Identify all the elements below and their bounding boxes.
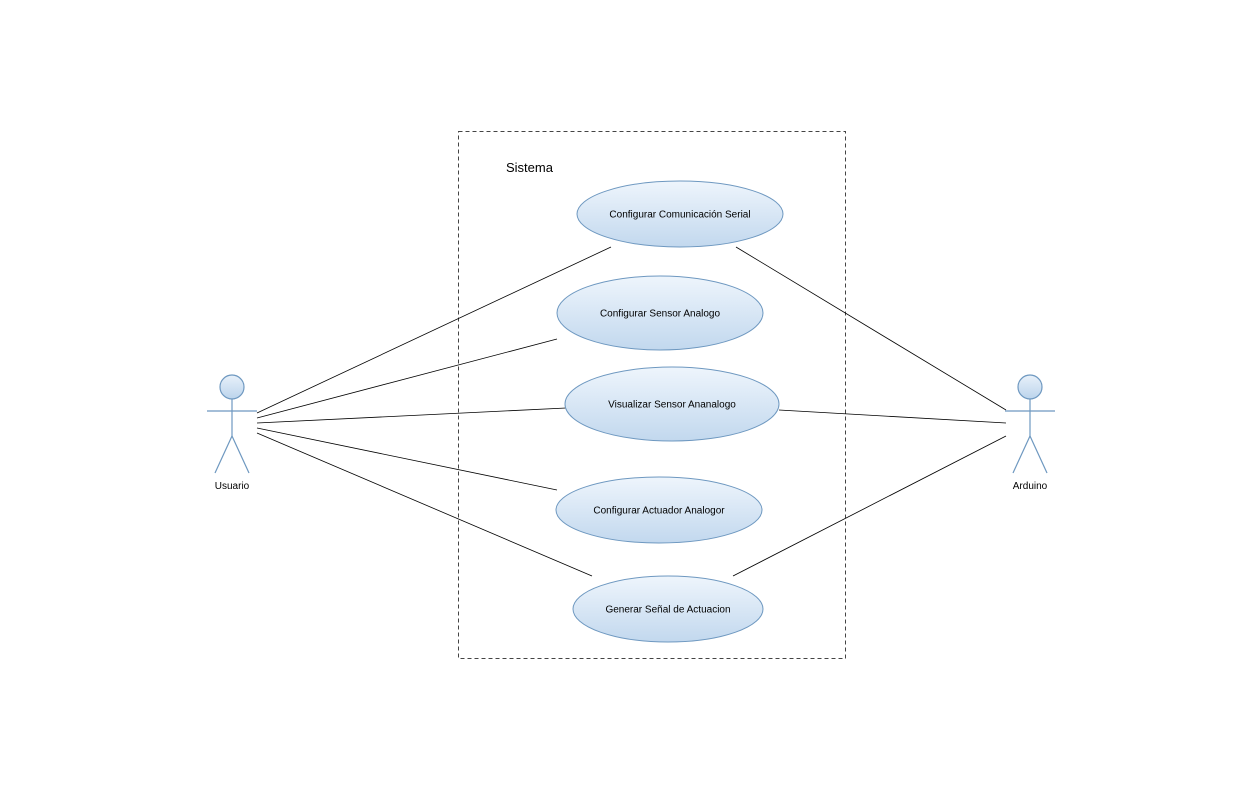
association-arduino-visualizar[interactable] — [778, 409, 1007, 424]
association-usuario-visualizar[interactable] — [256, 407, 567, 424]
association-arduino-generar[interactable] — [732, 435, 1007, 577]
use-case-configurar-actuador[interactable]: Configurar Actuador Analogor — [555, 476, 763, 544]
use-case-configurar-comunicacion[interactable]: Configurar Comunicación Serial — [576, 180, 784, 248]
actor-right-leg — [1029, 435, 1048, 474]
actor-label: Usuario — [215, 481, 250, 492]
actor-right-leg — [231, 435, 250, 474]
association-usuario-comunicacion[interactable] — [256, 246, 612, 414]
use-case-label: Configurar Sensor Analogo — [600, 309, 721, 320]
association-usuario-generar[interactable] — [256, 432, 593, 577]
use-case-label: Configurar Comunicación Serial — [609, 210, 750, 221]
actor-usuario[interactable]: Usuario — [207, 374, 257, 492]
association-usuario-actuador[interactable] — [256, 427, 558, 491]
use-case-label: Visualizar Sensor Ananalogo — [608, 400, 736, 411]
actor-label: Arduino — [1013, 481, 1048, 492]
associations — [256, 246, 1007, 577]
use-case-label: Configurar Actuador Analogor — [593, 506, 725, 517]
actor-left-leg — [214, 435, 233, 474]
actor-arduino[interactable]: Arduino — [1005, 374, 1055, 492]
actor-left-leg — [1012, 435, 1031, 474]
system-boundary[interactable]: Sistema — [458, 131, 846, 659]
association-usuario-sensor[interactable] — [256, 338, 558, 419]
use-case-configurar-sensor[interactable]: Configurar Sensor Analogo — [556, 275, 764, 351]
actor-head-icon — [1017, 374, 1043, 400]
association-arduino-comunicacion[interactable] — [735, 246, 1007, 411]
actor-head-icon — [219, 374, 245, 400]
use-case-visualizar-sensor[interactable]: Visualizar Sensor Ananalogo — [564, 366, 780, 442]
use-case-generar-senal[interactable]: Generar Señal de Actuacion — [572, 575, 764, 643]
system-label: Sistema — [506, 160, 554, 175]
use-case-label: Generar Señal de Actuacion — [605, 605, 730, 616]
